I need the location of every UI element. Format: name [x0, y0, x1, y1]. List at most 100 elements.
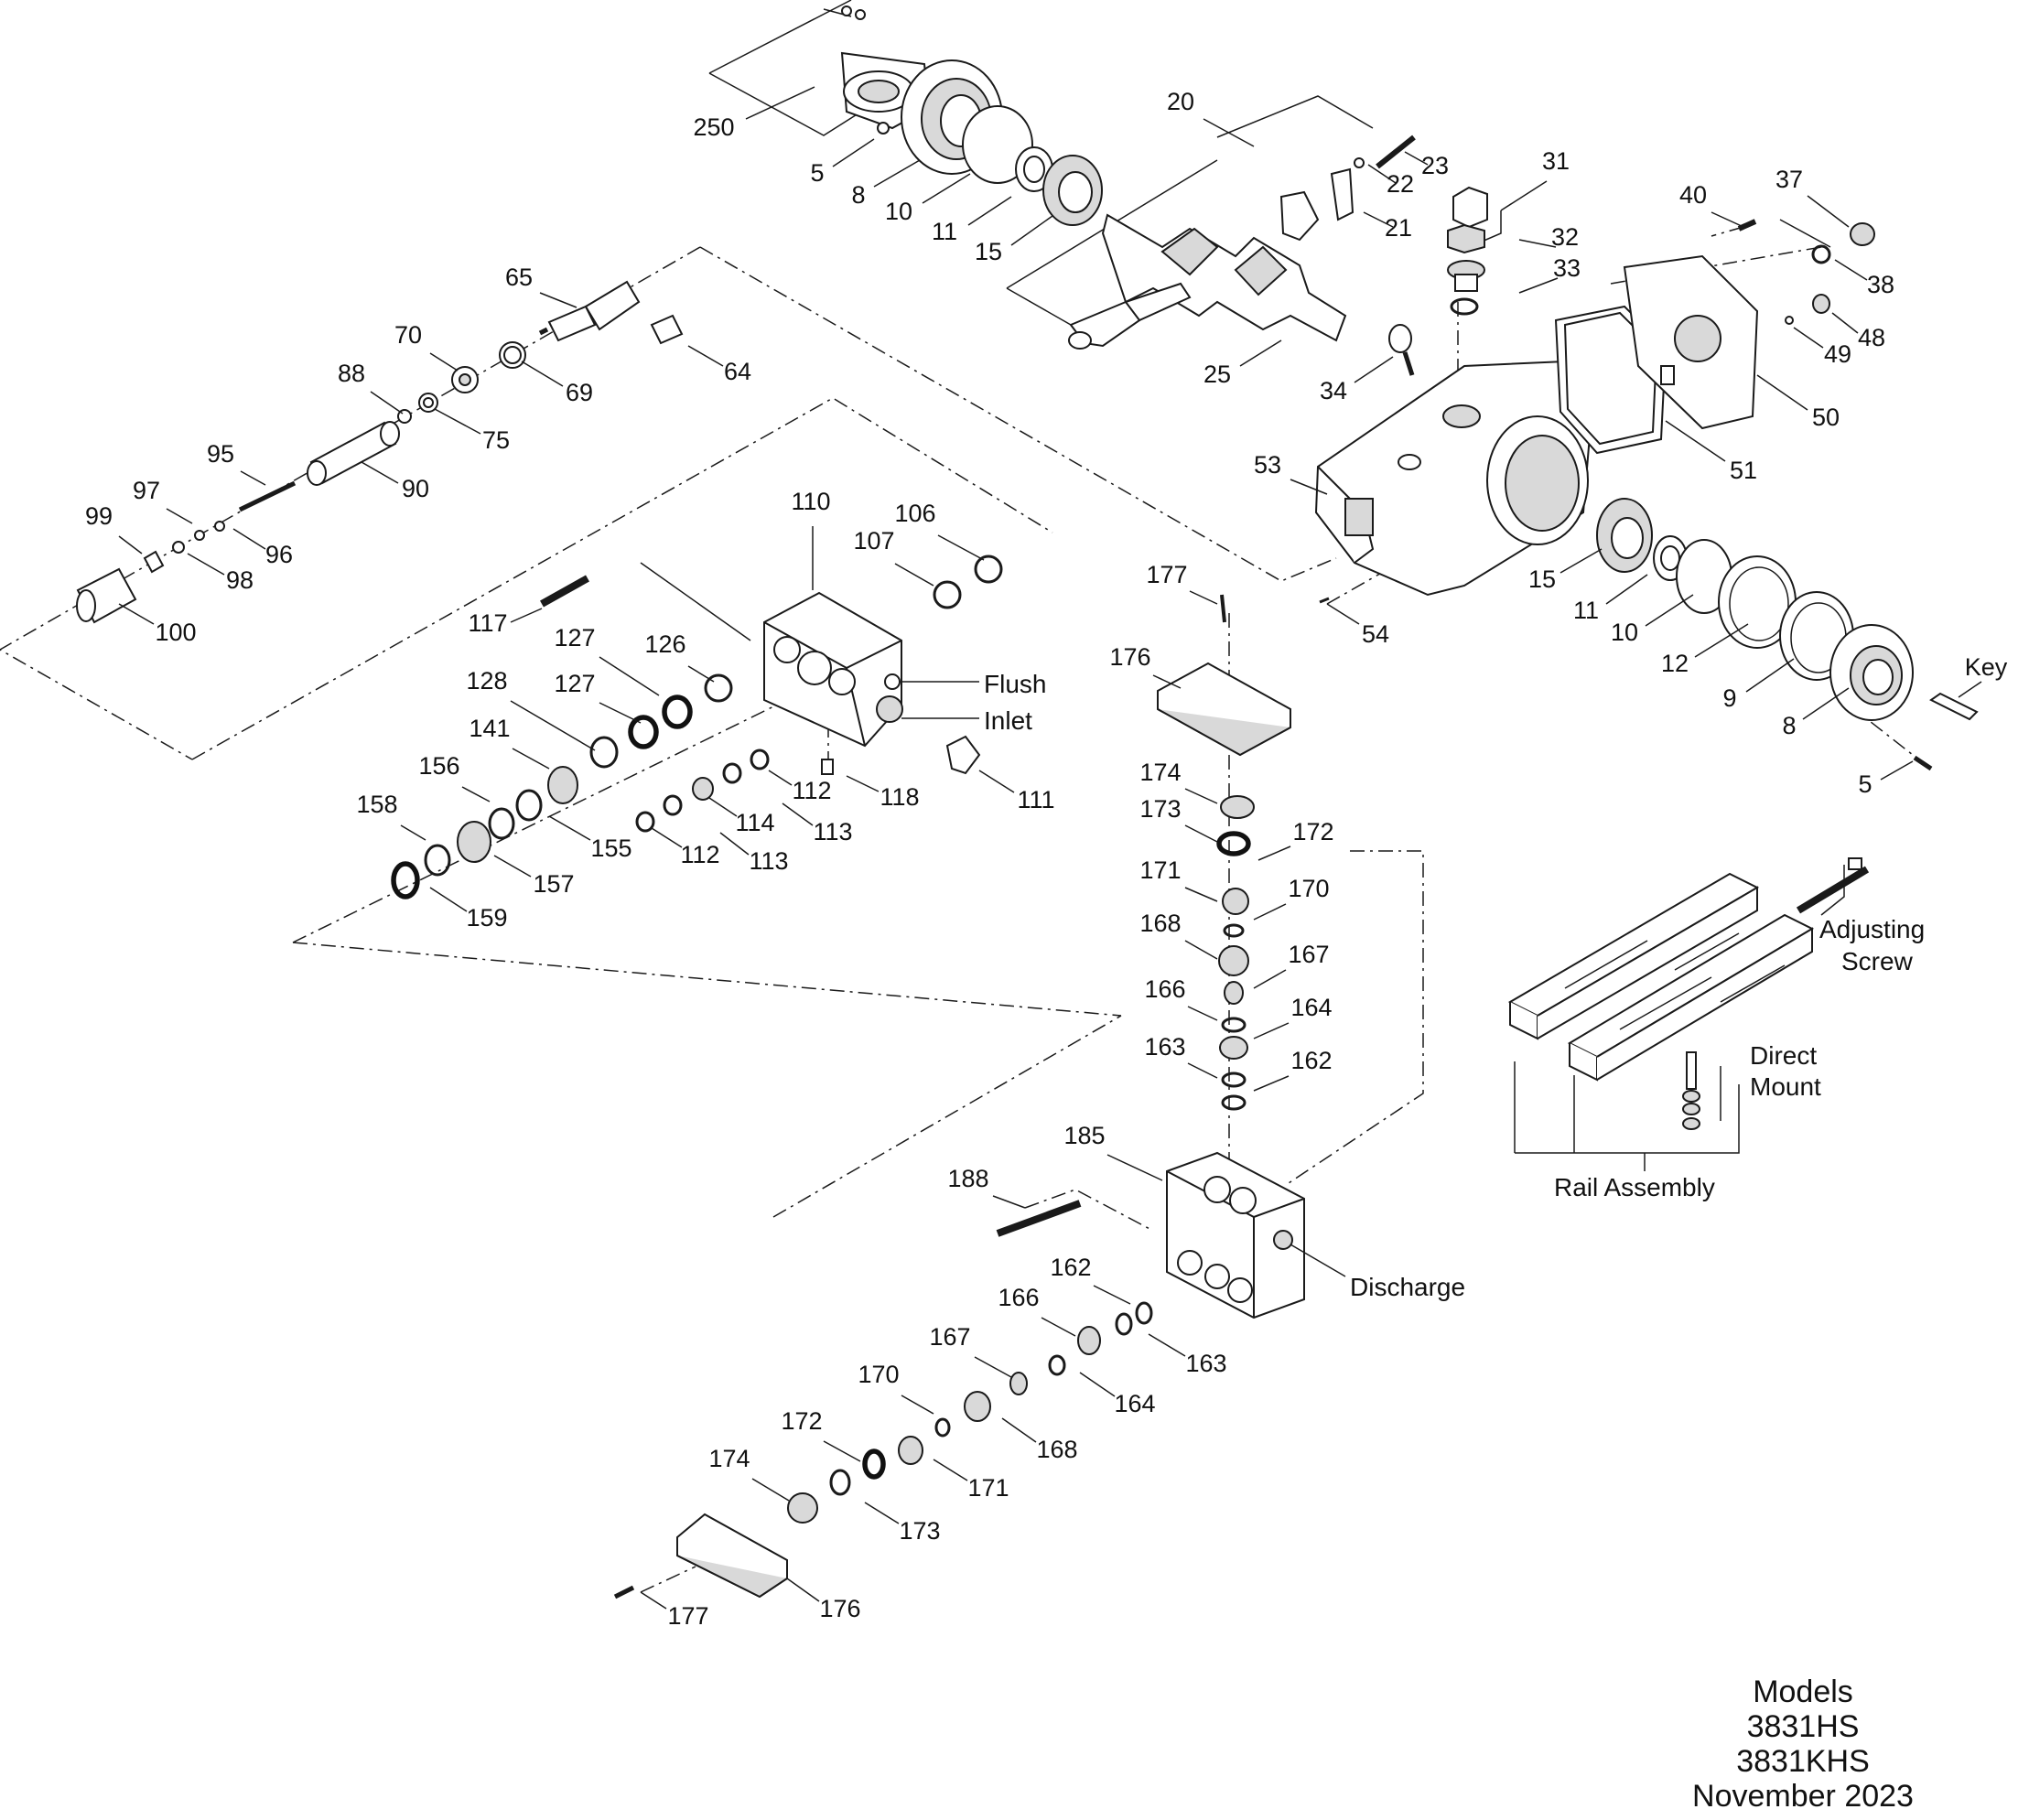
leader-line-c64 — [687, 345, 724, 367]
part-callout-c8a: 8 — [851, 181, 865, 209]
part-callout-c9: 9 — [1722, 684, 1736, 712]
leader-line-c159 — [429, 887, 468, 912]
manifold-bolt-188 — [996, 1200, 1082, 1237]
connecting-rod — [1068, 282, 1192, 350]
adjusting-screw-label-line1: Adjusting — [1819, 915, 1925, 943]
leader-line-c127b — [599, 702, 642, 724]
part-callout-c64: 64 — [724, 358, 751, 385]
part-callout-c163b: 163 — [1185, 1350, 1226, 1377]
leader-line-c51 — [1665, 420, 1726, 462]
leader-line-c118 — [846, 775, 880, 792]
leader-line-c10a — [922, 173, 971, 204]
part-callout-c96: 96 — [265, 541, 293, 568]
rod-cap-21 — [1279, 167, 1354, 242]
stud-95 — [238, 480, 297, 512]
leader-line-c156 — [461, 786, 491, 802]
part-callout-c20: 20 — [1167, 88, 1194, 115]
part-callout-c99: 99 — [85, 502, 113, 530]
part-callout-c33: 33 — [1553, 254, 1581, 282]
part-callout-c126: 126 — [644, 630, 685, 658]
part-callouts: 2505810111520232221253132333440373848495… — [85, 88, 2008, 1630]
leader-line-c9 — [1745, 658, 1795, 693]
part-callout-c48: 48 — [1858, 324, 1885, 351]
leader-line-c172b — [823, 1440, 861, 1462]
leader-line-c112b — [651, 827, 683, 848]
models-title: Models — [1753, 1675, 1853, 1709]
leader-line-c106 — [937, 534, 985, 561]
sight-gauge-37-38 — [1811, 222, 1875, 264]
part-callout-c100: 100 — [155, 619, 196, 646]
leader-line-c162a — [1253, 1075, 1290, 1092]
leader-line-c20 — [1203, 118, 1255, 147]
part-callout-c106: 106 — [894, 500, 935, 527]
leader-line-c90 — [361, 461, 399, 484]
part-callout-c22: 22 — [1387, 170, 1414, 198]
leader-line-c15a — [1010, 215, 1053, 246]
discharge-label: Discharge — [1350, 1273, 1465, 1301]
leader-line-c97 — [166, 508, 193, 524]
part-callout-c70: 70 — [394, 321, 422, 349]
leader-line-c49 — [1793, 327, 1824, 349]
leader-line-c157 — [493, 855, 532, 878]
leader-line-c88 — [370, 391, 404, 415]
part-callout-c167b: 167 — [929, 1323, 970, 1351]
part-callout-c166b: 166 — [998, 1284, 1039, 1311]
leader-line-c8a — [873, 159, 921, 188]
part-callout-c172b: 172 — [781, 1407, 822, 1435]
part-callout-c34: 34 — [1320, 377, 1347, 404]
part-callout-c112b: 112 — [680, 841, 719, 868]
leader-line-c176b — [786, 1578, 820, 1602]
key — [1929, 692, 1979, 721]
plug-111 — [945, 735, 981, 775]
leader-line-c171b — [933, 1459, 968, 1481]
leader-line-c98 — [187, 553, 225, 576]
drain-plug-48-49 — [1785, 294, 1830, 325]
valve-cover-176-bottom — [613, 1513, 788, 1599]
bearing-flange-8-right — [1829, 624, 1914, 721]
direct-mount-hardware — [1682, 1051, 1700, 1130]
leader-line-c37 — [1807, 195, 1850, 228]
part-callout-c118: 118 — [880, 783, 919, 811]
part-callout-c98: 98 — [226, 566, 254, 594]
leader-line-c33 — [1518, 277, 1559, 294]
leader-line-c126 — [687, 665, 715, 683]
washers-96-97-98 — [172, 521, 225, 554]
part-callout-c176b: 176 — [819, 1595, 860, 1622]
seal-stack — [391, 673, 770, 899]
part-callout-c171a: 171 — [1139, 856, 1181, 884]
part-callout-c164b: 164 — [1114, 1390, 1155, 1417]
plug-118 — [821, 759, 834, 775]
part-callout-c170a: 170 — [1288, 875, 1329, 902]
leader-line-c22 — [1367, 164, 1397, 184]
leader-line-c168b — [1001, 1417, 1037, 1443]
adjusting-screw-label-line2: Screw — [1841, 947, 1914, 975]
part-callout-c10a: 10 — [885, 198, 912, 225]
rail-assembly-label: Rail Assembly — [1554, 1173, 1715, 1201]
seal-70-69-75-88 — [397, 341, 526, 424]
part-callout-c127a: 127 — [554, 624, 595, 652]
part-callout-c162a: 162 — [1290, 1047, 1332, 1074]
part-callout-cKey: Key — [1965, 653, 2008, 681]
leader-line-c100 — [118, 603, 155, 625]
leader-line-c53 — [1290, 479, 1328, 495]
part-callout-c49: 49 — [1824, 340, 1851, 368]
eye-bolt-34 — [1388, 324, 1415, 376]
crankcase-53 — [1314, 360, 1594, 597]
part-callout-c177b: 177 — [667, 1602, 708, 1630]
leader-line-c163b — [1148, 1333, 1186, 1357]
leader-line-c177a — [1189, 590, 1218, 605]
leader-line-c127a — [599, 656, 660, 696]
leader-line-c11a — [967, 196, 1012, 226]
part-callout-c53: 53 — [1254, 451, 1281, 479]
revision-date: November 2023 — [1692, 1779, 1914, 1814]
part-callout-c8b: 8 — [1782, 712, 1796, 739]
leader-line-c113a — [782, 802, 814, 826]
discharge-manifold-185 — [1166, 1151, 1305, 1319]
leader-line-c38 — [1834, 259, 1868, 281]
part-callout-c11b: 11 — [1573, 597, 1599, 624]
model-number-2: 3831KHS — [1736, 1744, 1870, 1779]
pin-64 — [650, 314, 684, 345]
valve-stack-bottom — [787, 1301, 1153, 1524]
part-callout-c11a: 11 — [932, 218, 957, 245]
leader-line-c8b — [1802, 687, 1850, 720]
